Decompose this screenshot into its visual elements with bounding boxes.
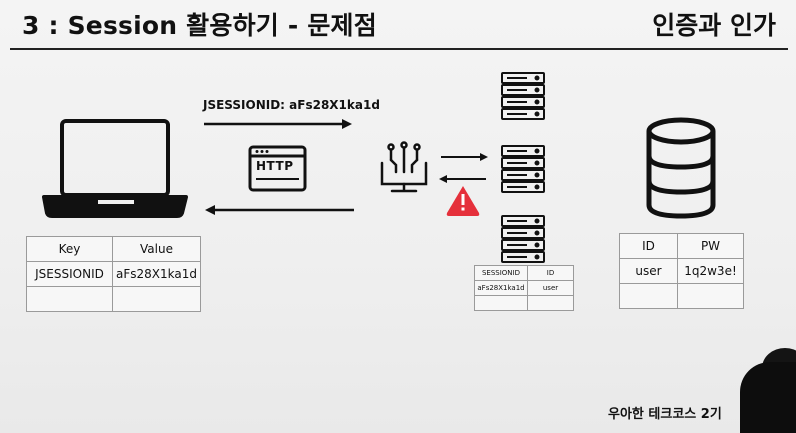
table-row: aFs28X1ka1d user xyxy=(474,280,574,296)
table-cell: aFs28X1ka1d xyxy=(474,280,528,296)
table-cell: user xyxy=(619,258,678,284)
table-row xyxy=(26,286,201,312)
server-icon xyxy=(501,145,545,193)
presenter-silhouette xyxy=(740,362,796,433)
lb-server-arrows xyxy=(439,153,488,183)
table-header-cell: ID xyxy=(619,233,678,259)
table-header-cell: ID xyxy=(527,265,574,281)
table-header-cell: Value xyxy=(112,236,201,262)
table-cell: aFs28X1ka1d xyxy=(112,261,201,287)
table-cell: user xyxy=(527,280,574,296)
course-footer: 우아한 테크코스 2기 xyxy=(608,407,722,422)
table-cell xyxy=(112,286,201,312)
http-window-icon xyxy=(248,145,307,192)
http-label: HTTP xyxy=(256,159,294,173)
table-header-cell: SESSIONID xyxy=(474,265,528,281)
table-cell: JSESSIONID xyxy=(26,261,113,287)
table-header-row: ID PW xyxy=(619,233,744,259)
table-row: user 1q2w3e! xyxy=(619,258,744,284)
table-cell xyxy=(619,283,678,309)
server-icon xyxy=(501,215,545,263)
table-cell: 1q2w3e! xyxy=(677,258,744,284)
title-divider xyxy=(10,48,788,50)
response-arrow xyxy=(205,205,354,215)
slide-title: 3 : Session 활용하기 - 문제점 xyxy=(22,11,377,40)
warning-icon xyxy=(446,186,480,216)
database-icon xyxy=(646,117,716,219)
table-header-row: Key Value xyxy=(26,236,201,262)
table-cell xyxy=(26,286,113,312)
table-row xyxy=(619,283,744,309)
table-cell xyxy=(677,283,744,309)
server-icon xyxy=(501,72,545,120)
table-header-row: SESSIONID ID xyxy=(474,265,574,281)
table-header-cell: PW xyxy=(677,233,744,259)
request-arrow xyxy=(204,119,352,129)
table-header-cell: Key xyxy=(26,236,113,262)
session-id-label: JSESSIONID: aFs28X1ka1d xyxy=(203,98,380,112)
table-row: JSESSIONID aFs28X1ka1d xyxy=(26,261,201,287)
session-store-table: SESSIONID ID aFs28X1ka1d user xyxy=(474,265,574,311)
table-cell xyxy=(474,295,528,311)
database-user-table: ID PW user 1q2w3e! xyxy=(619,233,744,309)
table-cell xyxy=(527,295,574,311)
table-row xyxy=(474,295,574,311)
slide-category: 인증과 인가 xyxy=(652,11,776,40)
laptop-icon xyxy=(42,119,188,218)
client-storage-table: Key Value JSESSIONID aFs28X1ka1d xyxy=(26,236,201,312)
load-balancer-icon xyxy=(380,141,428,193)
